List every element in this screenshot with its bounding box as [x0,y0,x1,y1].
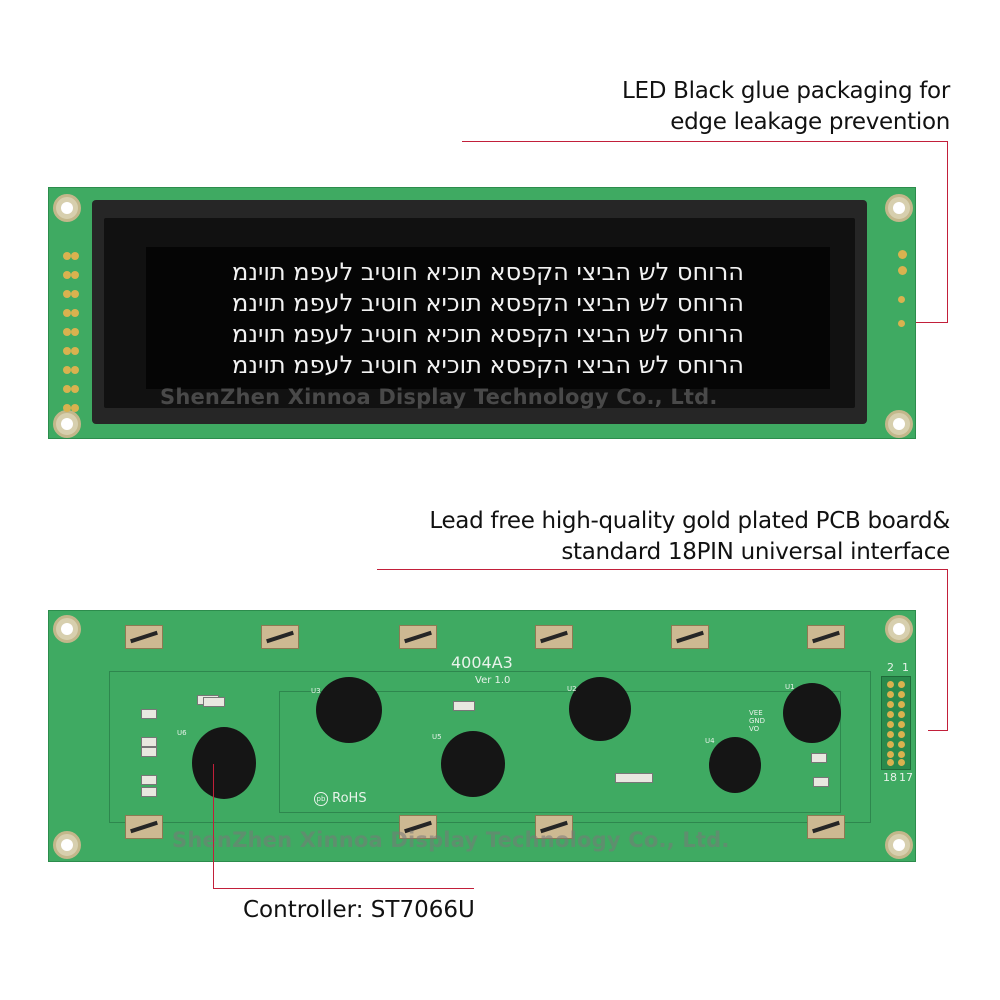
chip-blob-u4 [709,737,761,793]
bezel-tab [399,625,437,649]
smd-component [141,787,157,797]
header-label-18: 18 [883,771,897,784]
mount-hole [885,831,913,859]
header-label-1: 1 [902,661,909,674]
pcb-trace [279,691,841,813]
caption-top: LED Black glue packaging for edge leakag… [622,76,950,138]
bezel-tab [535,625,573,649]
chip-blob-u1 [783,683,841,743]
version-label: Ver 1.0 [475,675,511,686]
rohs-label: RoHS [332,791,367,806]
lcd-module-back: 4004A3 Ver 1.0 U1 U2 U3 U4 U5 U6 VEE GND… [48,610,916,862]
leader-top-h [462,141,948,142]
leader-bottom-h [213,888,474,889]
bezel-tab [125,815,163,839]
led-pad [898,266,907,275]
mount-hole [53,410,81,438]
chip-label-u1: U1 [785,683,795,691]
power-label-gnd: GND [749,717,766,725]
mount-hole [53,831,81,859]
pin-header-18pin [881,676,911,770]
leader-mid-v [947,569,948,730]
leader-mid-h [377,569,948,570]
chip-label-u3: U3 [311,687,321,695]
caption-top-line2: edge leakage prevention [670,109,950,135]
mount-hole [885,194,913,222]
lcd-module-front: הרוחס לש הביצי הקפסא תוכיא חוטיב לעפמ תו… [48,187,916,439]
chip-blob-u6 [192,727,256,799]
bezel-tab [399,815,437,839]
chip-blob-u5 [441,731,505,797]
model-label: 4004A3 [451,653,513,672]
leader-mid-h2 [928,730,948,731]
lcd-screen: הרוחס לש הביצי הקפסא תוכיא חוטיב לעפמ תו… [146,247,830,389]
chip-blob-u2 [569,677,631,741]
chip-blob-u3 [316,677,382,743]
mount-hole [885,615,913,643]
bezel-tab [671,625,709,649]
pin-header-front [63,248,91,419]
mount-hole [53,194,81,222]
smd-component [813,777,829,787]
watermark-top: ShenZhen Xinnoa Display Technology Co., … [160,385,718,409]
caption-mid-line1: Lead free high-quality gold plated PCB b… [429,508,950,534]
mount-hole [53,615,81,643]
led-pad [898,250,907,259]
chip-label-u5: U5 [432,733,442,741]
bezel-tab [807,815,845,839]
smd-component [453,701,475,711]
lcd-line-4: הרוחס לש הביצי הקפסא תוכיא חוטיב לעפמ תו… [232,351,744,379]
power-label-vo: VO [749,725,760,733]
caption-middle: Lead free high-quality gold plated PCB b… [429,506,950,568]
pcb-trace [109,671,871,823]
header-label-17: 17 [899,771,913,784]
chip-label-u4: U4 [705,737,715,745]
smd-component [203,697,225,707]
leader-top-h2 [900,322,948,323]
bezel-tab [261,625,299,649]
watermark-bottom: ShenZhen Xinnoa Display Technology Co., … [172,828,730,852]
caption-controller: Controller: ST7066U [243,897,475,923]
leader-top-v [947,141,948,323]
bezel-tab [535,815,573,839]
led-pad [898,296,905,303]
bezel-tab [125,625,163,649]
smd-component [615,773,653,783]
smd-component [141,709,157,719]
mount-hole [885,410,913,438]
chip-label-u6: U6 [177,729,187,737]
smd-component [141,775,157,785]
lcd-line-1: הרוחס לש הביצי הקפסא תוכיא חוטיב לעפמ תו… [232,258,744,286]
lcd-line-2: הרוחס לש הביצי הקפסא תוכיא חוטיב לעפמ תו… [232,289,744,317]
chip-label-u2: U2 [567,685,577,693]
bezel-tab [807,625,845,649]
led-pad [898,320,905,327]
smd-component [141,747,157,757]
power-label-vee: VEE [749,709,763,717]
rohs-mark: pb RoHS [314,791,367,806]
leader-bottom-v [213,764,214,888]
smd-component [141,737,157,747]
pb-free-icon: pb [314,791,328,806]
smd-component [811,753,827,763]
header-label-2: 2 [887,661,894,674]
caption-mid-line2: standard 18PIN universal interface [561,539,950,565]
caption-top-line1: LED Black glue packaging for [622,78,950,104]
lcd-line-3: הרוחס לש הביצי הקפסא תוכיא חוטיב לעפמ תו… [232,320,744,348]
